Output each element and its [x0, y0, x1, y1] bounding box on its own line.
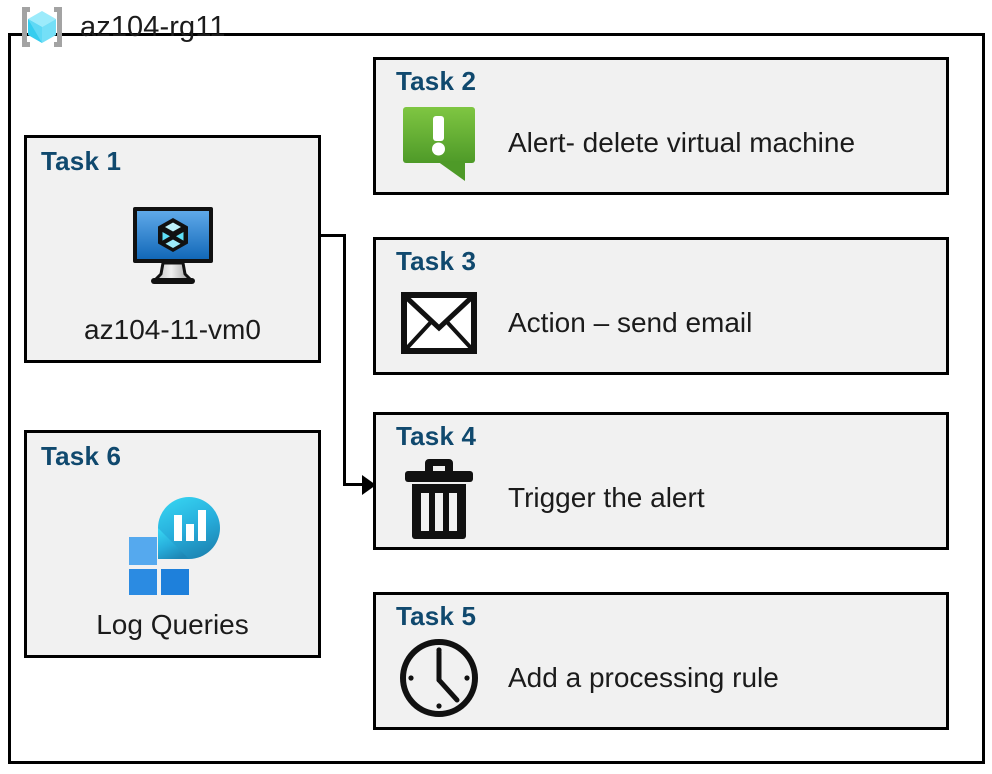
alert-exclamation-icon — [396, 100, 482, 186]
connector-segment-vertical — [343, 234, 346, 486]
envelope-icon — [396, 280, 482, 366]
task-label: Task 3 — [396, 246, 477, 276]
task-caption: Alert- delete virtual machine — [508, 127, 856, 158]
task-caption: az104-11-vm0 — [84, 314, 261, 345]
task-card-task3[interactable]: Task 3 Action – send email — [373, 237, 949, 375]
task-card-task4[interactable]: Task 4 Trigger the alert — [373, 412, 949, 550]
resource-group-header: az104-rg11 — [14, 3, 226, 51]
task-card-task2[interactable]: Task 2 Alert- delete virtual machin — [373, 57, 949, 195]
log-analytics-icon — [27, 493, 318, 595]
virtual-machine-icon — [27, 198, 318, 293]
task-caption: Action – send email — [508, 307, 753, 338]
task-caption: Add a processing rule — [508, 662, 779, 693]
task-card-task1[interactable]: Task 1 — [24, 135, 321, 363]
task-card-task6[interactable]: Task 6 — [24, 430, 321, 658]
task-label: Task 1 — [41, 146, 122, 176]
task-card-task5[interactable]: Task 5 Add a processing rule — [373, 592, 949, 730]
connector-segment-horizontal-bottom — [343, 483, 367, 486]
trash-can-icon — [396, 455, 482, 541]
task-label: Task 4 — [396, 421, 477, 451]
task-label: Task 5 — [396, 601, 477, 631]
arrowhead-right-icon — [362, 475, 376, 495]
task-label: Task 2 — [396, 66, 477, 96]
resource-group-cube-icon — [14, 3, 70, 51]
task-caption: Trigger the alert — [508, 482, 705, 513]
frame-title-notch — [29, 62, 287, 76]
resource-group-frame — [8, 33, 985, 764]
resource-group-name: az104-rg11 — [80, 10, 226, 43]
task-label: Task 6 — [41, 441, 122, 471]
clock-icon — [396, 635, 482, 721]
task-caption: Log Queries — [96, 609, 249, 640]
